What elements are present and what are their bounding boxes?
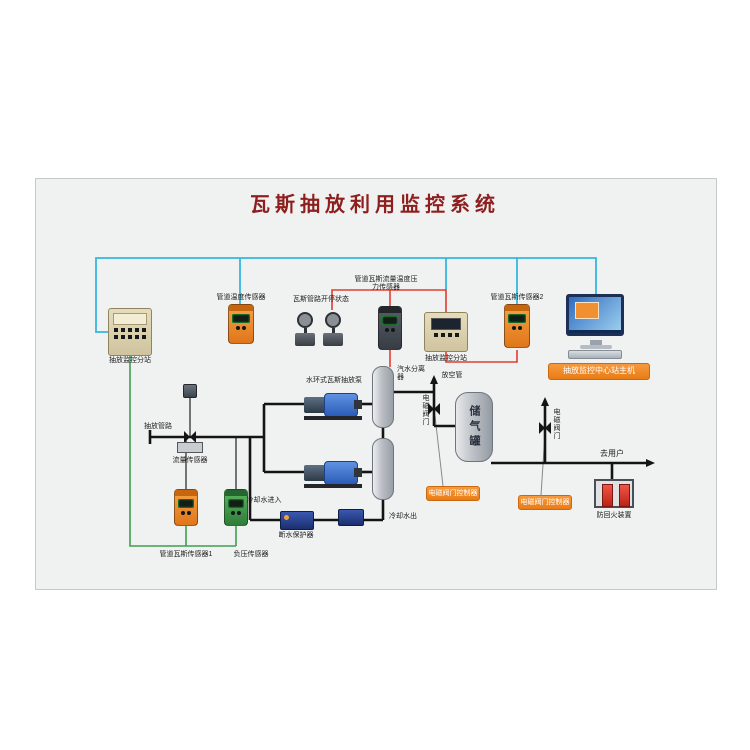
pump-motor: [304, 397, 326, 413]
flame-arrestor: [594, 479, 634, 508]
sensor-display: [232, 314, 250, 323]
flow-sensor-label: 流量传感器: [172, 457, 208, 464]
valve-body: [295, 333, 315, 346]
mid-substation-label: 抽放监控分站: [425, 355, 467, 362]
pump-base: [304, 484, 362, 488]
flame-arrestor-label: 防回火装置: [596, 512, 632, 519]
pipe-gas-sensor-2-label: 管道瓦斯传感器2: [490, 294, 544, 301]
neg-pressure-sensor-label: 负压传感器: [233, 551, 269, 558]
solenoid-controller-1: 电磁阀门控制器: [426, 486, 480, 501]
pump-base: [304, 416, 362, 420]
sensor-buttons: [505, 326, 529, 330]
sensor-cap: [225, 490, 247, 496]
cooling-out-label: 冷却水出: [389, 513, 417, 520]
monitor-stand: [590, 340, 602, 345]
substation-display: [431, 318, 461, 330]
water-cut-protector: [280, 511, 314, 530]
sensor-buttons: [379, 328, 401, 332]
sensor-cap: [505, 305, 529, 311]
sensor-buttons: [225, 511, 247, 515]
pipe-valve-2: [322, 312, 344, 346]
keyboard: [568, 350, 622, 359]
multi-param-sensor: [378, 306, 402, 350]
host-badge: 抽放监控中心站主机: [548, 363, 650, 380]
sensor-buttons: [175, 511, 197, 515]
pipe-temp-sensor: [228, 304, 254, 344]
pipe-valve-status-label: 瓦斯管路开停状态: [293, 296, 349, 303]
neg-pressure-sensor: [224, 489, 248, 526]
sensor-display: [382, 316, 398, 325]
pipe-valve-1: [294, 312, 316, 346]
separator-tank-2: [372, 438, 394, 500]
terminal-row: [425, 333, 467, 337]
screen-window: [575, 302, 599, 319]
monitor-screen: [569, 297, 621, 333]
to-user-label: 去用户: [600, 449, 624, 458]
flow-sensor-body: [177, 442, 203, 453]
pump-outlet: [354, 468, 362, 477]
sensor-display: [508, 314, 526, 323]
pump-label: 水环式瓦斯抽放泵: [306, 377, 362, 384]
left-substation-label: 抽放监控分站: [109, 357, 151, 364]
terminal-row: [109, 335, 151, 339]
pump-body: [324, 393, 358, 417]
sensor-cap: [379, 307, 401, 313]
drain-pipeline-label: 抽放管路: [144, 423, 172, 430]
gas-storage-tank-label: 储气罐: [468, 404, 480, 450]
vacuum-pump-2: [304, 458, 362, 488]
pipe-gas-sensor-1-label: 管道瓦斯传感器1: [159, 551, 213, 558]
sensor-display: [228, 499, 244, 508]
valve-wheel: [325, 312, 341, 328]
valve-wheel: [297, 312, 313, 328]
sensor-display: [178, 499, 194, 508]
valve-body: [323, 333, 343, 346]
mid-substation-box: [424, 312, 468, 352]
pump-body: [324, 461, 358, 485]
cooling-in-label: 冷却水进入: [246, 497, 282, 504]
screen-taskbar: [569, 330, 621, 333]
separator-tank-1: [372, 366, 394, 428]
valve-actuator-motor: [183, 384, 197, 398]
substation-plate: [112, 313, 148, 325]
terminal-row: [109, 328, 151, 332]
solenoid-right-label: 电磁阀门: [553, 408, 560, 440]
pipe-gas-sensor-2: [504, 304, 530, 348]
multi-param-sensor-label: 管道瓦斯流量温度压力传感器: [354, 276, 418, 292]
vacuum-pump-1: [304, 390, 362, 420]
page-title: 瓦斯抽放利用监控系统: [250, 194, 500, 216]
gas-storage-tank: 储气罐: [455, 392, 493, 462]
pipe-temp-sensor-label: 管道温度传感器: [216, 294, 266, 301]
pump-motor: [304, 465, 326, 481]
sensor-cap: [175, 490, 197, 496]
monitor-base: [580, 345, 612, 349]
solenoid-controller-2: 电磁阀门控制器: [518, 495, 572, 510]
left-substation-box: [108, 308, 152, 356]
water-flow-switch: [338, 509, 364, 526]
water-cut-protector-label: 断水保护器: [278, 532, 314, 539]
host-monitor: [566, 294, 624, 336]
sensor-buttons: [229, 326, 253, 330]
arrestor-rod: [619, 484, 630, 507]
separator-label: 汽水分离器: [397, 366, 425, 382]
pipe-gas-sensor-1: [174, 489, 198, 526]
indicator-dot: [284, 515, 289, 520]
sensor-cap: [229, 305, 253, 311]
pump-outlet: [354, 400, 362, 409]
solenoid-left-label: 电磁阀门: [422, 394, 429, 426]
vent-pipe-label: 放空管: [441, 372, 463, 379]
arrestor-rod: [602, 484, 613, 507]
